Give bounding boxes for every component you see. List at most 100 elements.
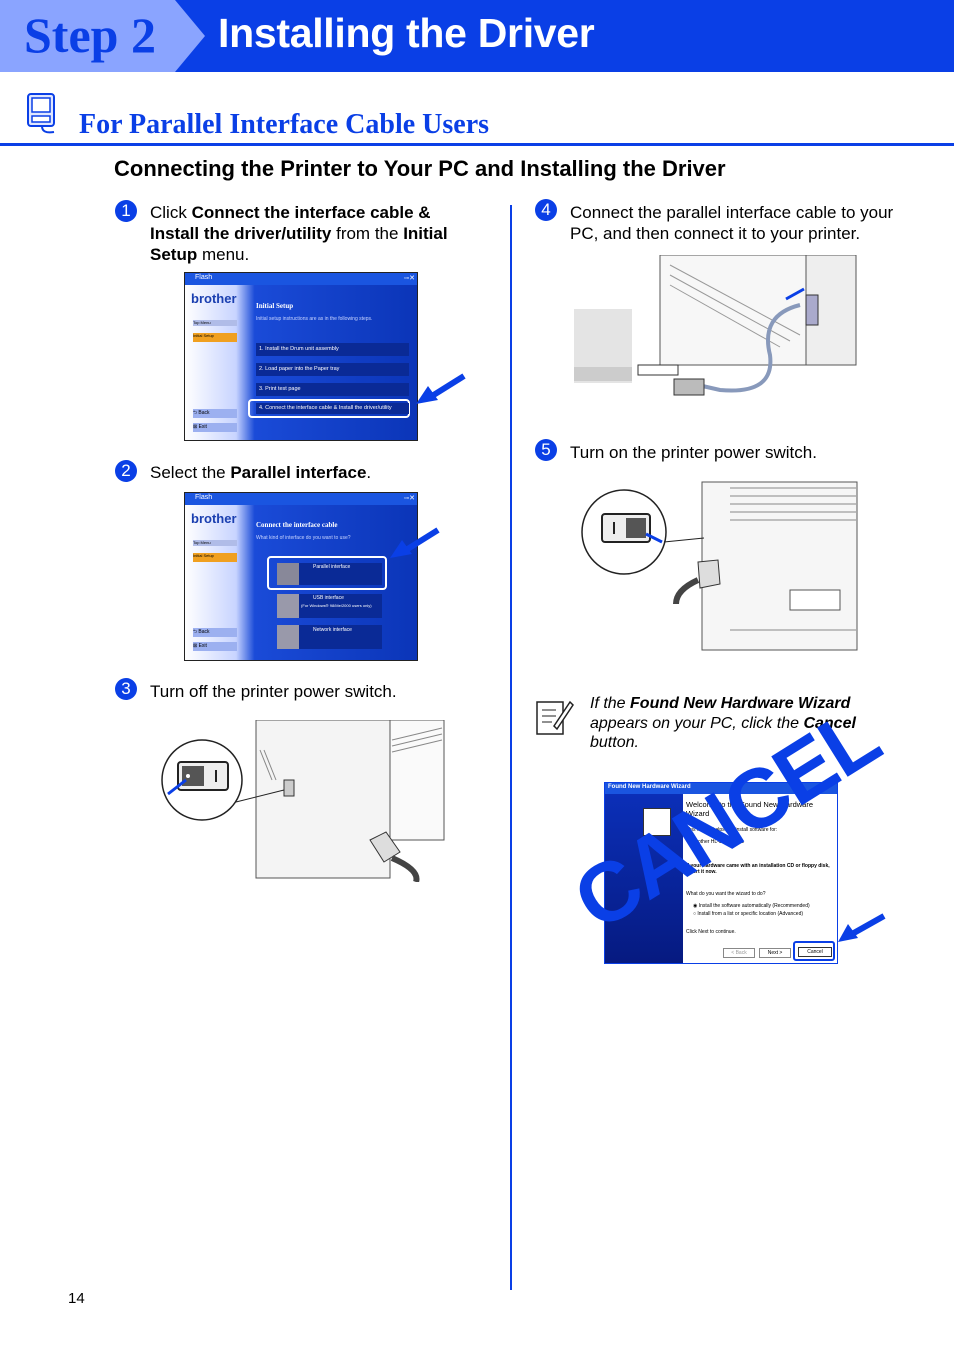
window-title: Flash — [195, 274, 213, 281]
computer-cable-icon — [27, 93, 55, 134]
wizard-option-auto[interactable]: ◉ Install the software automatically (Re… — [693, 903, 810, 909]
step-1-text-b: from the — [331, 224, 404, 243]
step-1-text-c: menu. — [197, 245, 250, 264]
brother-logo-2: brother — [191, 511, 237, 526]
wizard-question: What do you want the wizard to do? — [686, 891, 766, 897]
note-text-bold-a: Found New Hardware Wizard — [630, 695, 851, 712]
note-pencil-icon — [536, 700, 574, 735]
step-2-text-bold: Parallel interface — [230, 463, 367, 482]
connect-cable-illustration — [574, 255, 857, 396]
wizard-side-panel — [605, 794, 683, 963]
back-icon: ⮌ — [193, 410, 199, 416]
exit-button: ⊠ Exit — [193, 423, 237, 432]
power-off-illustration — [161, 720, 445, 882]
screen-heading: Initial Setup — [256, 302, 294, 310]
window-title-2: Flash — [195, 494, 213, 501]
exit-icon-2: ⊠ — [193, 643, 199, 649]
wizard-title: Found New Hardware Wizard — [608, 784, 691, 790]
wizard-back-button[interactable]: < Back — [723, 948, 755, 958]
usb-cable-icon — [277, 594, 299, 618]
exit-label-2: Exit — [198, 643, 207, 649]
initial-setup-screenshot: Flash ▫▫✕ brother Top Menu Initial Setup… — [184, 272, 418, 441]
window-controls-2: ▫▫✕ — [404, 495, 415, 502]
step-1-text-a: Click — [150, 203, 192, 222]
menu-item-paper: 2. Load paper into the Paper tray — [256, 363, 409, 376]
found-new-hardware-screenshot: Found New Hardware Wizard Welcome to the… — [604, 782, 838, 964]
wizard-option-list[interactable]: ○ Install from a list or specific locati… — [693, 911, 803, 917]
side-top-menu-2: Top Menu — [193, 540, 237, 546]
side-initial-setup-2: Initial Setup — [193, 553, 237, 562]
step-label-box — [0, 0, 205, 72]
option-usb: USB interface (For Windows® 98/Me/2000 u… — [277, 594, 382, 618]
screen-subtext-2: What kind of interface do you want to us… — [256, 535, 351, 541]
pointer-arrow-icon-2 — [390, 527, 440, 558]
wizard-next-button[interactable]: Next > — [759, 948, 791, 958]
power-on-illustration — [581, 481, 858, 651]
page-title: Installing the Driver — [218, 10, 595, 56]
step-1-text-bold-a: Connect the interface cable & Install th… — [150, 203, 431, 243]
step-number-2: 2 — [115, 460, 137, 482]
step-number-1: 1 — [115, 200, 137, 222]
parallel-cable-icon — [277, 563, 299, 585]
step-label: Step 2 — [24, 7, 156, 63]
step-number-5: 5 — [535, 439, 557, 461]
step-3-text: Turn off the printer power switch. — [150, 682, 397, 701]
step-1-text: Click Connect the interface cable & Inst… — [150, 202, 480, 265]
back-button-2: ⮌ Back — [193, 628, 237, 637]
side-initial-setup: Initial Setup — [193, 333, 237, 342]
step-1-text-bold-b: Initial Setup — [150, 224, 448, 264]
hardware-icon — [643, 808, 671, 836]
step-2-text: Select the Parallel interface. — [150, 462, 480, 483]
subheading: Connecting the Printer to Your PC and In… — [114, 156, 726, 181]
step-2-text-b: . — [366, 463, 372, 482]
highlight-frame-2 — [267, 556, 387, 590]
window-controls: ▫▫✕ — [404, 275, 415, 282]
brother-logo: brother — [191, 291, 237, 306]
option-parallel-label: Parallel interface — [313, 564, 351, 570]
menu-item-connect-interface: 4. Connect the interface cable & Install… — [256, 403, 409, 414]
note-text: If the Found New Hardware Wizard appears… — [590, 694, 890, 753]
page-number: 14 — [68, 1290, 85, 1307]
note-text-c: button. — [590, 734, 639, 751]
wizard-option-auto-label: Install the software automatically (Reco… — [698, 903, 810, 909]
pointer-arrow-icon-3 — [838, 913, 886, 942]
exit-icon: ⊠ — [193, 424, 199, 430]
side-top-menu: Top Menu — [193, 320, 237, 326]
step-number-4: 4 — [535, 199, 557, 221]
exit-label: Exit — [198, 424, 207, 430]
note-text-bold-b: Cancel — [803, 714, 856, 732]
network-cable-icon — [277, 625, 299, 649]
wizard-welcome: Welcome to the Found New Hardware Wizard — [686, 800, 814, 818]
note-text-b: appears on your PC, click the — [590, 714, 804, 732]
step-2-text-a: Select the — [150, 463, 231, 482]
pointer-arrow-icon — [416, 373, 466, 404]
highlight-frame — [248, 399, 410, 418]
menu-item-test-page: 3. Print test page — [256, 383, 409, 396]
step-4-text: Connect the parallel interface cable to … — [570, 203, 894, 243]
radio-selected-icon: ◉ — [693, 903, 699, 909]
step-number-3: 3 — [115, 678, 137, 700]
back-icon-2: ⮌ — [193, 629, 199, 635]
note-text-a: If the — [590, 695, 631, 712]
wizard-device: Brother HL-5xxx series — [693, 839, 744, 845]
connect-interface-screenshot: Flash ▫▫✕ brother Top Menu Initial Setup… — [184, 492, 418, 661]
screen-subtext: Initial setup instructions are as in the… — [256, 316, 373, 322]
screen-heading-2: Connect the interface cable — [256, 521, 338, 529]
radio-empty-icon: ○ — [693, 911, 698, 917]
window-titlebar-2: Flash ▫▫✕ — [185, 493, 417, 505]
cancel-highlight — [793, 941, 835, 961]
option-network: Network interface — [277, 625, 382, 649]
section-rule — [0, 143, 954, 146]
exit-button-2: ⊠ Exit — [193, 642, 237, 651]
wizard-option-list-label: Install from a list or specific location… — [697, 911, 804, 917]
step-5-text: Turn on the printer power switch. — [570, 443, 817, 462]
wizard-titlebar: Found New Hardware Wizard — [605, 783, 837, 794]
option-usb-label: USB interface — [313, 595, 344, 601]
back-label: Back — [198, 410, 210, 416]
back-label-2: Back — [198, 629, 210, 635]
menu-item-drum: 1. Install the Drum unit assembly — [256, 343, 409, 356]
wizard-cd-note: If your hardware came with an installati… — [686, 863, 830, 875]
option-parallel: Parallel interface — [277, 563, 382, 585]
column-divider — [510, 205, 512, 1290]
wizard-cancel-button[interactable]: Cancel — [798, 947, 832, 957]
